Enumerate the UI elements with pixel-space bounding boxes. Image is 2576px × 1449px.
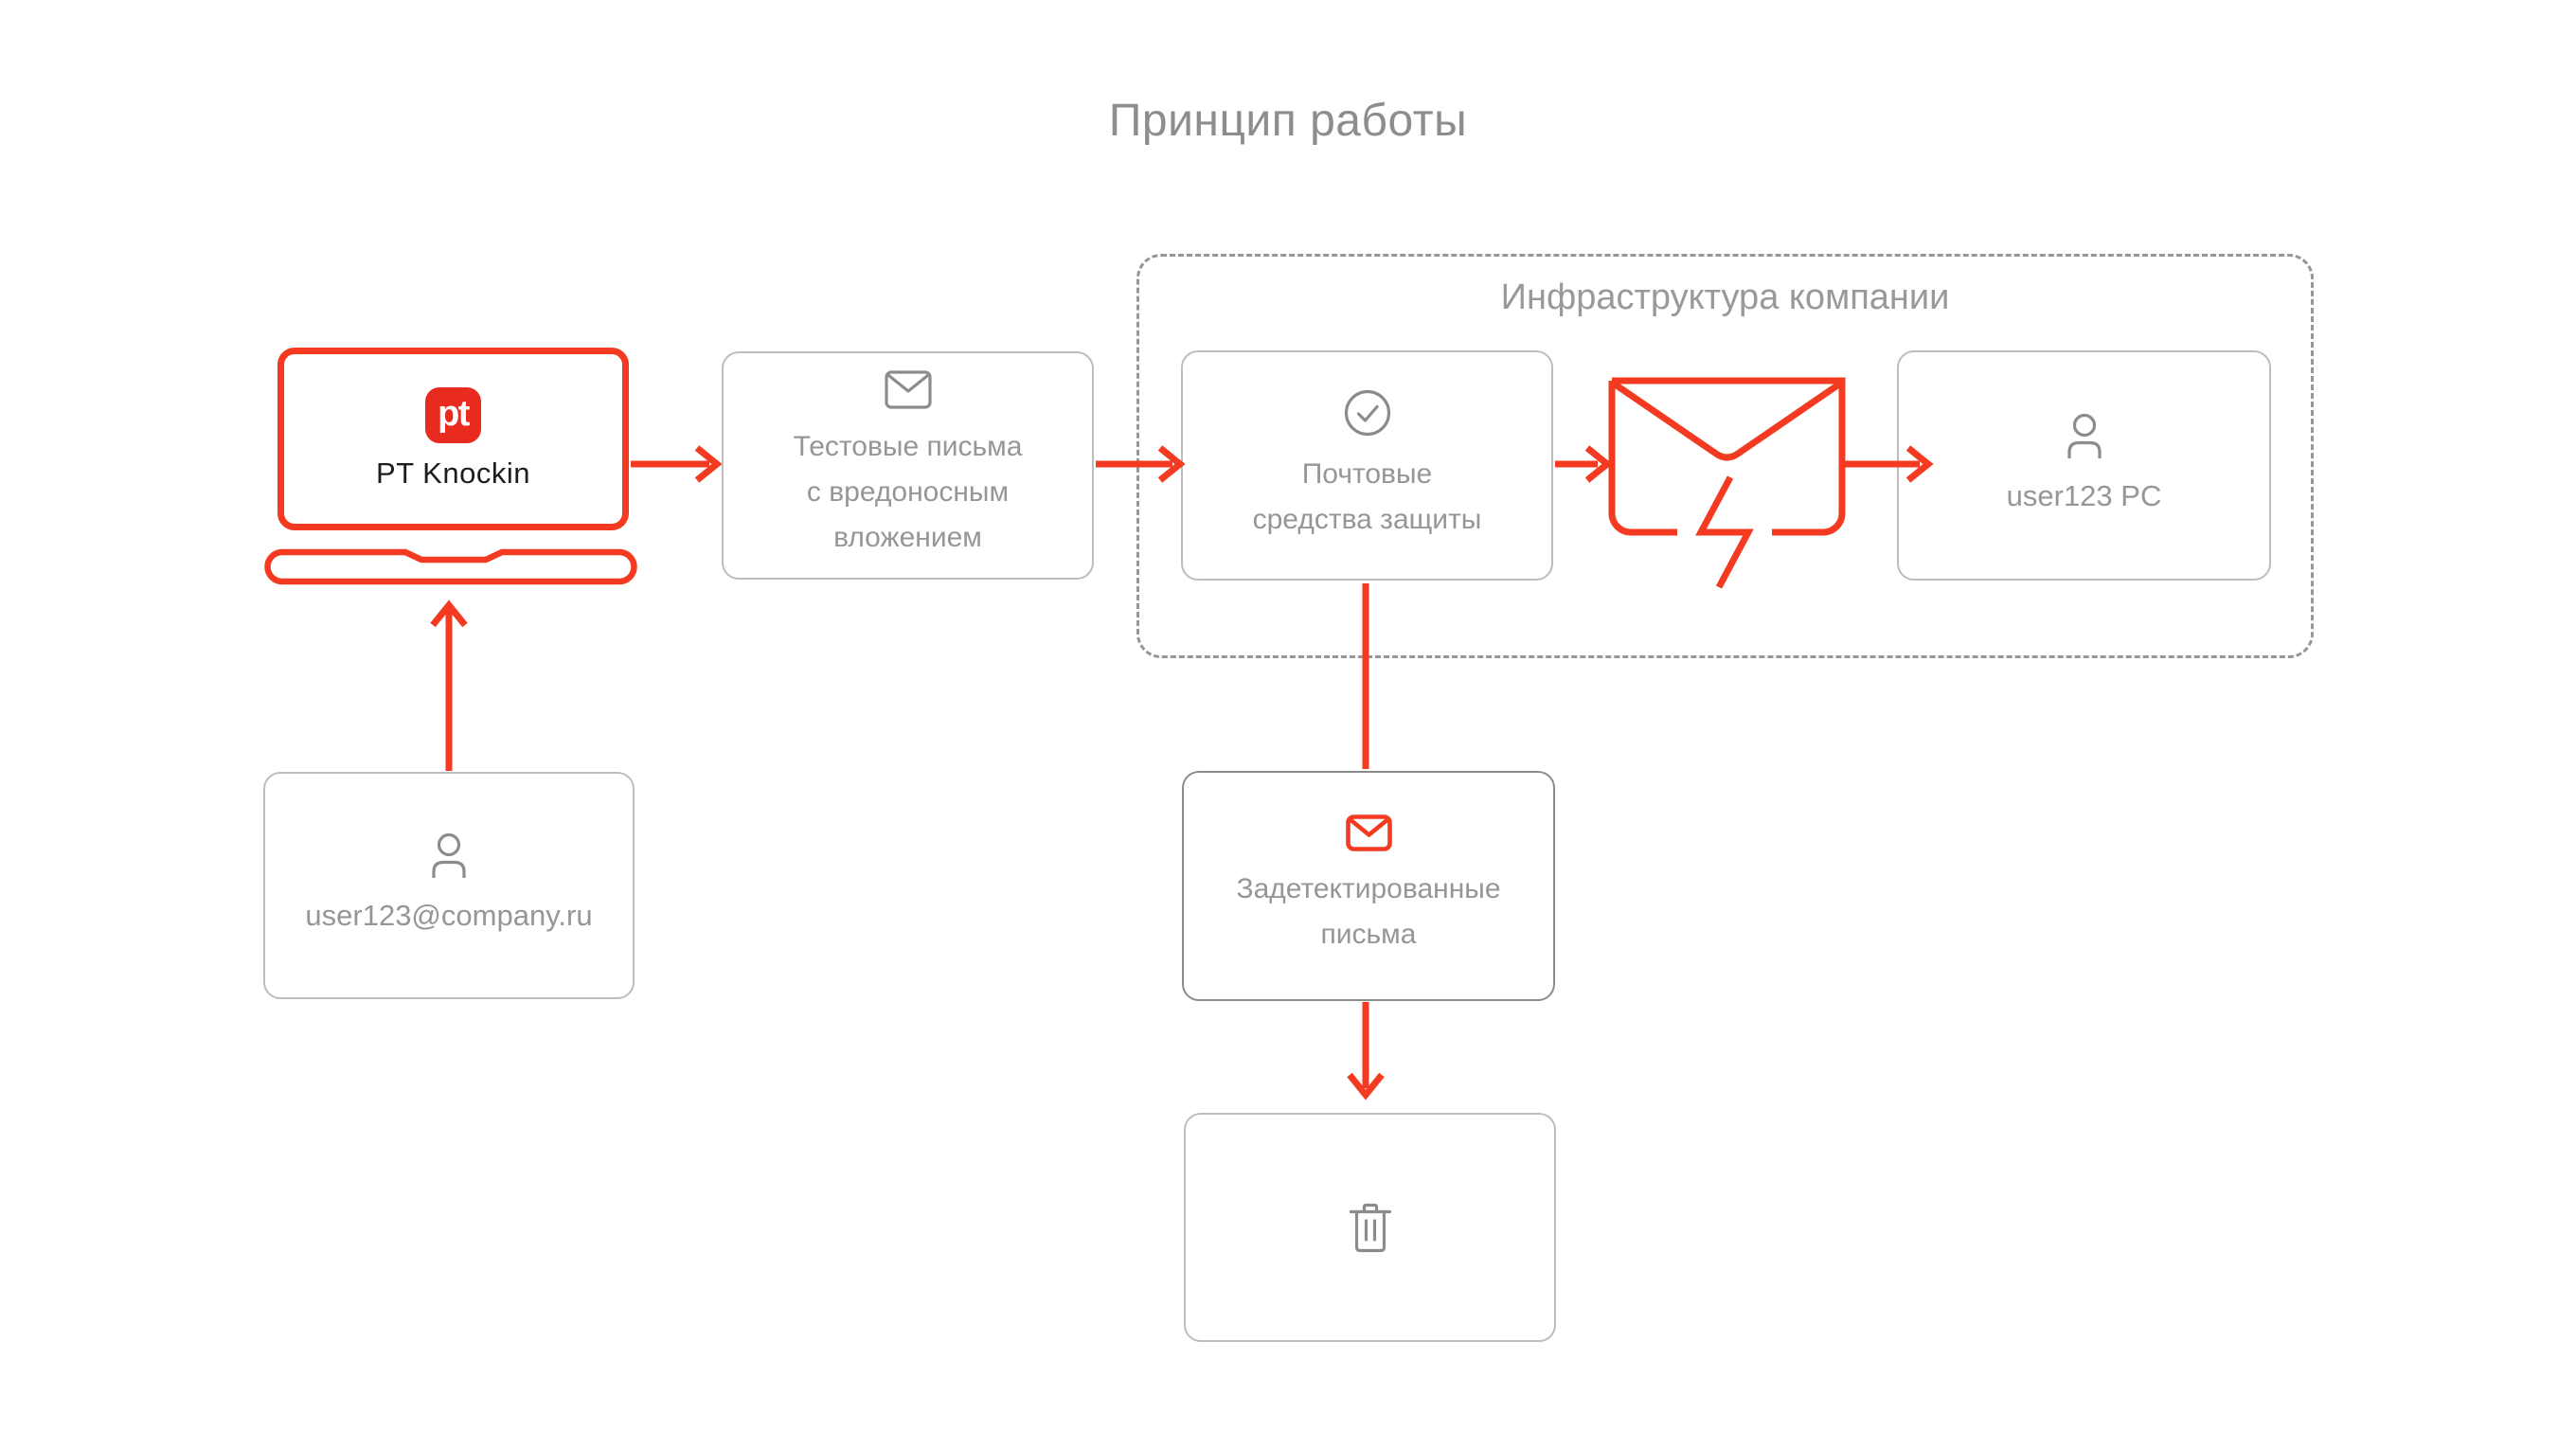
- node-pt-knockin: pt PT Knockin: [277, 348, 629, 530]
- envelope-icon: [884, 370, 932, 409]
- pt-logo-icon: pt: [425, 387, 481, 443]
- node-test-emails: Тестовые письма с вредоносным вложением: [722, 351, 1094, 580]
- arrow-detected-to-trash: [1347, 1002, 1385, 1100]
- pt-logo-text: pt: [438, 394, 470, 434]
- node-pt-knockin-label: PT Knockin: [376, 456, 530, 490]
- node-detected-emails-label: Задетектированные письма: [1236, 873, 1501, 950]
- envelope-red-icon: [1345, 814, 1392, 851]
- person-icon: [432, 832, 466, 878]
- node-test-emails-label: Тестовые письма с вредоносным вложением: [793, 431, 1023, 553]
- person-icon: [2066, 413, 2102, 458]
- arrow-sender-to-laptop: [430, 599, 468, 771]
- trash-icon: [1349, 1203, 1391, 1252]
- node-sender-email: user123@company.ru: [263, 772, 635, 999]
- node-sender-email-label: user123@company.ru: [305, 899, 593, 932]
- node-detected-emails: Задетектированные письма: [1182, 771, 1555, 1001]
- arrow-laptop-to-test-emails: [631, 445, 723, 483]
- infrastructure-group: Инфраструктура компании: [1136, 254, 2314, 658]
- node-user-pc-label: user123 PC: [2006, 478, 2162, 512]
- infrastructure-label: Инфраструктура компании: [1500, 277, 1950, 317]
- laptop-base: [264, 548, 637, 585]
- page-title: Принцип работы: [1108, 96, 1468, 146]
- node-mail-protection: Почтовые средства защиты: [1181, 350, 1553, 581]
- node-mail-protection-label: Почтовые средства защиты: [1252, 457, 1482, 535]
- node-trash: [1184, 1113, 1556, 1342]
- node-user-pc: user123 PC: [1897, 350, 2271, 581]
- check-circle-icon: [1344, 389, 1390, 436]
